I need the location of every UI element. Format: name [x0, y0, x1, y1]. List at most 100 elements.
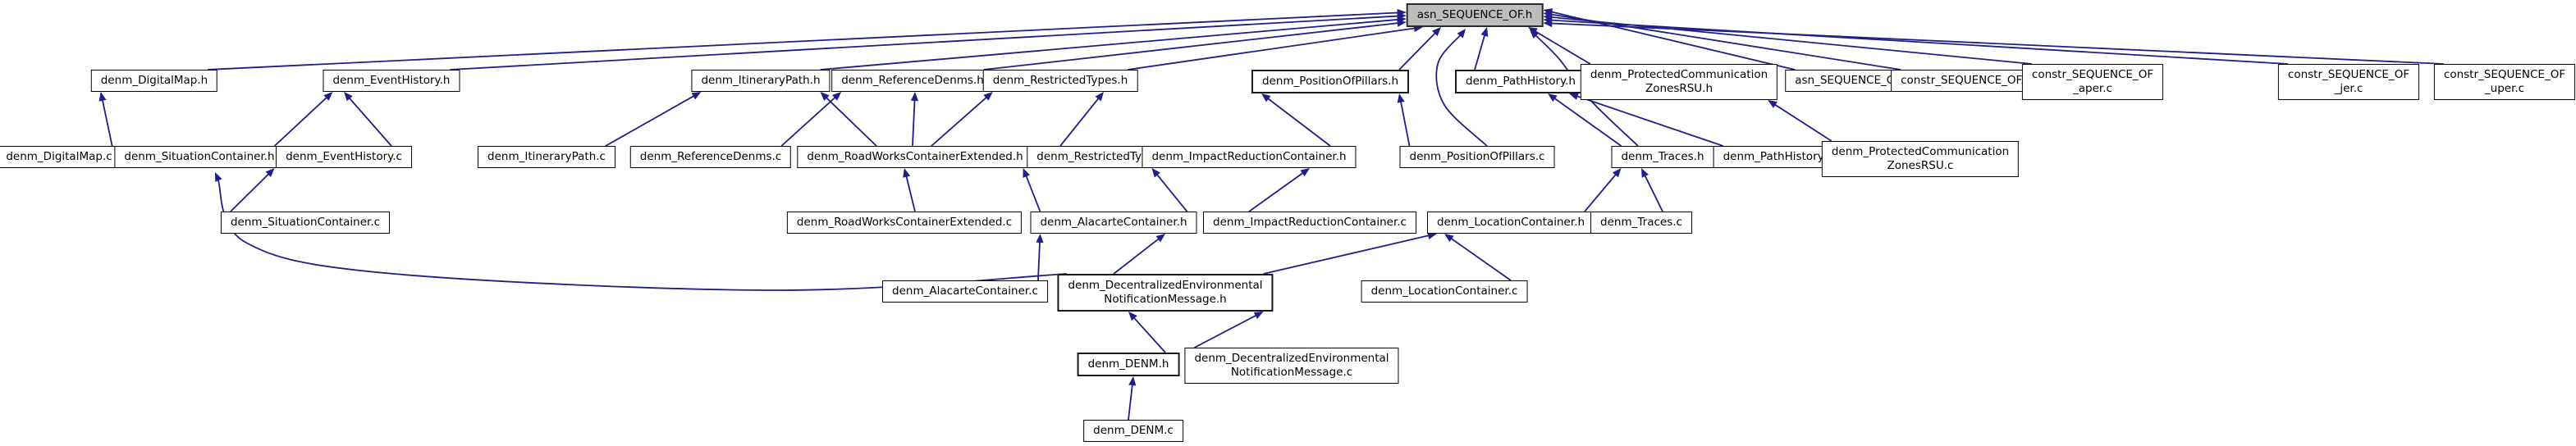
graph-node-digitalmap_h[interactable]: denm_DigitalMap.h: [90, 70, 218, 92]
graph-node-eventhistory_h[interactable]: denm_EventHistory.h: [323, 70, 460, 92]
graph-node-roadworks_c[interactable]: denm_RoadWorksContainerExtended.c: [786, 212, 1023, 234]
arrowhead-impactreduction_h-to-pop_h: [1261, 93, 1271, 102]
graph-node-eventhistory_c[interactable]: denm_EventHistory.c: [276, 146, 412, 168]
arrowhead-pop_c-to-asn_h: [1457, 29, 1466, 39]
edge-pop_c-to-pop_h: [1399, 99, 1411, 147]
graph-node-itinerarypath_c[interactable]: denm_ItineraryPath.c: [478, 146, 615, 168]
graph-node-digitalmap_c[interactable]: denm_DigitalMap.c: [0, 146, 122, 168]
arrowhead-traces_h-to-asn_h: [1530, 30, 1540, 39]
edge-protcomm_c-to-protcomm_h: [1773, 102, 1832, 142]
edge-denm_h-to-decenv_h: [1132, 316, 1166, 353]
edge-referencedenms_h-to-asn_h: [983, 22, 1400, 71]
graph-node-alacarte_c[interactable]: denm_AlacarteContainer.c: [882, 280, 1048, 303]
graph-node-referencedenms_c[interactable]: denm_ReferenceDenms.c: [629, 146, 792, 168]
arrowhead-alacarte_h-to-roadworks_h: [1023, 168, 1030, 178]
edge-traces_h-to-pathhistory_h: [1552, 96, 1622, 147]
graph-node-constr_c[interactable]: constr_SEQUENCE_OF.c: [1891, 70, 2040, 92]
graph-node-decenv_h[interactable]: denm_DecentralizedEnvironmental Notifica…: [1057, 274, 1274, 312]
edge-jer_c-to-asn_h: [1549, 19, 2288, 65]
arrowhead-pathhistory_h-to-asn_h: [1480, 27, 1489, 37]
graph-node-pathhistory_c[interactable]: denm_PathHistory.c: [1713, 146, 1842, 168]
graph-node-asn_h[interactable]: asn_SEQUENCE_OF.h: [1406, 3, 1544, 27]
arrowhead-roadworks_h-to-restrictedtypes_h: [983, 92, 993, 101]
edge-digitalmap_c-to-digitalmap_h: [101, 98, 113, 147]
graph-node-locationcontainer_c[interactable]: denm_LocationContainer.c: [1361, 280, 1528, 303]
edge-pathhistory_c-to-pathhistory_h: [1575, 94, 1723, 147]
arrowhead-protcomm_c-to-protcomm_h: [1768, 100, 1778, 108]
arrowhead-impactreduction_c-to-impactreduction_h: [1300, 168, 1310, 177]
graph-node-situationcontainer_c[interactable]: denm_SituationContainer.c: [220, 212, 391, 234]
arrowhead-restrictedtypes_c-to-restrictedtypes_h: [1095, 92, 1104, 102]
arrowhead-itinerarypath_c-to-itinerarypath_h: [691, 92, 702, 100]
graph-node-pop_c[interactable]: denm_PositionOfPillars.c: [1399, 146, 1555, 168]
edge-locationcontainer_h-to-traces_h: [1584, 172, 1618, 212]
graph-node-protcomm_c[interactable]: denm_ProtectedCommunication ZonesRSU.c: [1821, 141, 2020, 177]
edge-traces_c-to-traces_h: [1643, 173, 1663, 212]
edge-decenv_c-to-decenv_h: [1194, 313, 1258, 348]
graph-node-jer_c[interactable]: constr_SEQUENCE_OF _jer.c: [2277, 64, 2420, 100]
edge-impactreduction_c-to-impactreduction_h: [1248, 171, 1306, 212]
graph-node-pop_h[interactable]: denm_PositionOfPillars.h: [1251, 70, 1410, 93]
arrowhead-traces_h-to-pathhistory_h: [1548, 93, 1558, 102]
arrowhead-referencedenms_c-to-referencedenms_h: [831, 92, 842, 101]
graph-node-itinerarypath_h[interactable]: denm_ItineraryPath.h: [691, 70, 830, 92]
graph-node-impactreduction_h[interactable]: denm_ImpactReductionContainer.h: [1142, 146, 1357, 168]
graph-node-alacarte_h[interactable]: denm_AlacarteContainer.h: [1030, 212, 1197, 234]
edge-pop_h-to-asn_h: [1398, 31, 1438, 71]
arrowhead-situationcontainer_h-to-eventhistory_h: [323, 92, 333, 101]
edge-itinerarypath_c-to-itinerarypath_h: [605, 94, 696, 147]
edge-situationcontainer_c-to-situationcontainer_h: [230, 171, 271, 212]
graph-node-traces_c[interactable]: denm_Traces.c: [1590, 212, 1692, 234]
graph-node-locationcontainer_h[interactable]: denm_LocationContainer.h: [1426, 212, 1595, 234]
edge-decenv_h-to-situationcontainer_h: [217, 177, 1068, 291]
arrowhead-roadworks_h-to-itinerarypath_h: [820, 92, 830, 101]
edge-roadworks_c-to-roadworks_h: [905, 174, 916, 212]
graph-node-referencedenms_h[interactable]: denm_ReferenceDenms.h: [831, 70, 994, 92]
edge-alacarte_h-to-roadworks_h: [1024, 174, 1041, 212]
arrowhead-decenv_h-to-situationcontainer_h: [215, 172, 222, 182]
edge-impactreduction_h-to-pop_h: [1265, 97, 1331, 147]
arrowhead-pathhistory_c-to-pathhistory_h: [1569, 93, 1579, 100]
edge-eventhistory_c-to-eventhistory_h: [347, 96, 392, 147]
graph-node-situationcontainer_h[interactable]: denm_SituationContainer.h: [114, 146, 285, 168]
arrowhead-situationcontainer_c-to-situationcontainer_h: [265, 168, 275, 178]
graph-node-decenv_c[interactable]: denm_DecentralizedEnvironmental Notifica…: [1184, 348, 1399, 384]
edge-locationcontainer_c-to-locationcontainer_h: [1449, 236, 1512, 281]
graph-node-uper_c[interactable]: constr_SEQUENCE_OF _uper.c: [2433, 64, 2576, 100]
edge-restrictedtypes_h-to-asn_h: [1128, 27, 1417, 71]
edge-roadworks_h-to-itinerarypath_h: [824, 95, 877, 147]
edge-decenv_h-to-alacarte_h: [1113, 237, 1161, 275]
edge-pop_c-to-asn_h: [1435, 33, 1488, 147]
graph-node-denm_c[interactable]: denm_DENM.c: [1083, 420, 1183, 442]
edge-digitalmap_h-to-asn_h: [208, 11, 1400, 71]
arrowhead-eventhistory_c-to-eventhistory_h: [344, 92, 353, 102]
graph-node-restrictedtypes_h[interactable]: denm_RestrictedTypes.h: [982, 70, 1138, 92]
arrowhead-alacarte_h-to-impactreduction_h: [1151, 168, 1160, 178]
graph-node-denm_h[interactable]: denm_DENM.h: [1077, 353, 1180, 376]
graph-node-impactreduction_c[interactable]: denm_ImpactReductionContainer.c: [1203, 212, 1416, 234]
edge-decenv_h-to-locationcontainer_h: [1263, 234, 1431, 275]
edge-restrictedtypes_c-to-restrictedtypes_h: [1059, 96, 1100, 147]
edge-protcomm_h-to-asn_h: [1533, 30, 1591, 65]
edge-situationcontainer_h-to-eventhistory_h: [273, 95, 329, 147]
graph-node-traces_h[interactable]: denm_Traces.h: [1611, 146, 1714, 168]
arrowhead-uper_c-to-asn_h: [1543, 19, 1553, 28]
arrowhead-decenv_h-to-locationcontainer_h: [1427, 232, 1437, 239]
graph-node-aper_c[interactable]: constr_SEQUENCE_OF _aper.c: [2021, 64, 2164, 100]
arrowhead-roadworks_h-to-referencedenms_h: [910, 92, 919, 102]
graph-node-roadworks_h[interactable]: denm_RoadWorksContainerExtended.h: [797, 146, 1033, 168]
arrowhead-denm_c-to-denm_h: [1128, 376, 1137, 386]
arrowhead-pop_c-to-pop_h: [1397, 93, 1405, 103]
edge-alacarte_h-to-impactreduction_h: [1155, 172, 1188, 212]
arrowhead-decenv_c-to-decenv_h: [1253, 312, 1264, 320]
graph-node-pathhistory_h[interactable]: denm_PathHistory.h: [1455, 70, 1586, 93]
edge-roadworks_h-to-referencedenms_h: [912, 98, 916, 147]
arrowhead-locationcontainer_h-to-traces_h: [1612, 168, 1622, 178]
arrowhead-decenv_h-to-alacarte_h: [1155, 234, 1165, 243]
arrowhead-pop_h-to-asn_h: [1432, 27, 1441, 37]
graph-node-protcomm_h[interactable]: denm_ProtectedCommunication ZonesRSU.h: [1580, 64, 1778, 100]
arrowhead-locationcontainer_c-to-locationcontainer_h: [1444, 234, 1454, 243]
arrowhead-traces_c-to-traces_h: [1641, 168, 1649, 178]
edge-eventhistory_h-to-asn_h: [450, 15, 1400, 71]
